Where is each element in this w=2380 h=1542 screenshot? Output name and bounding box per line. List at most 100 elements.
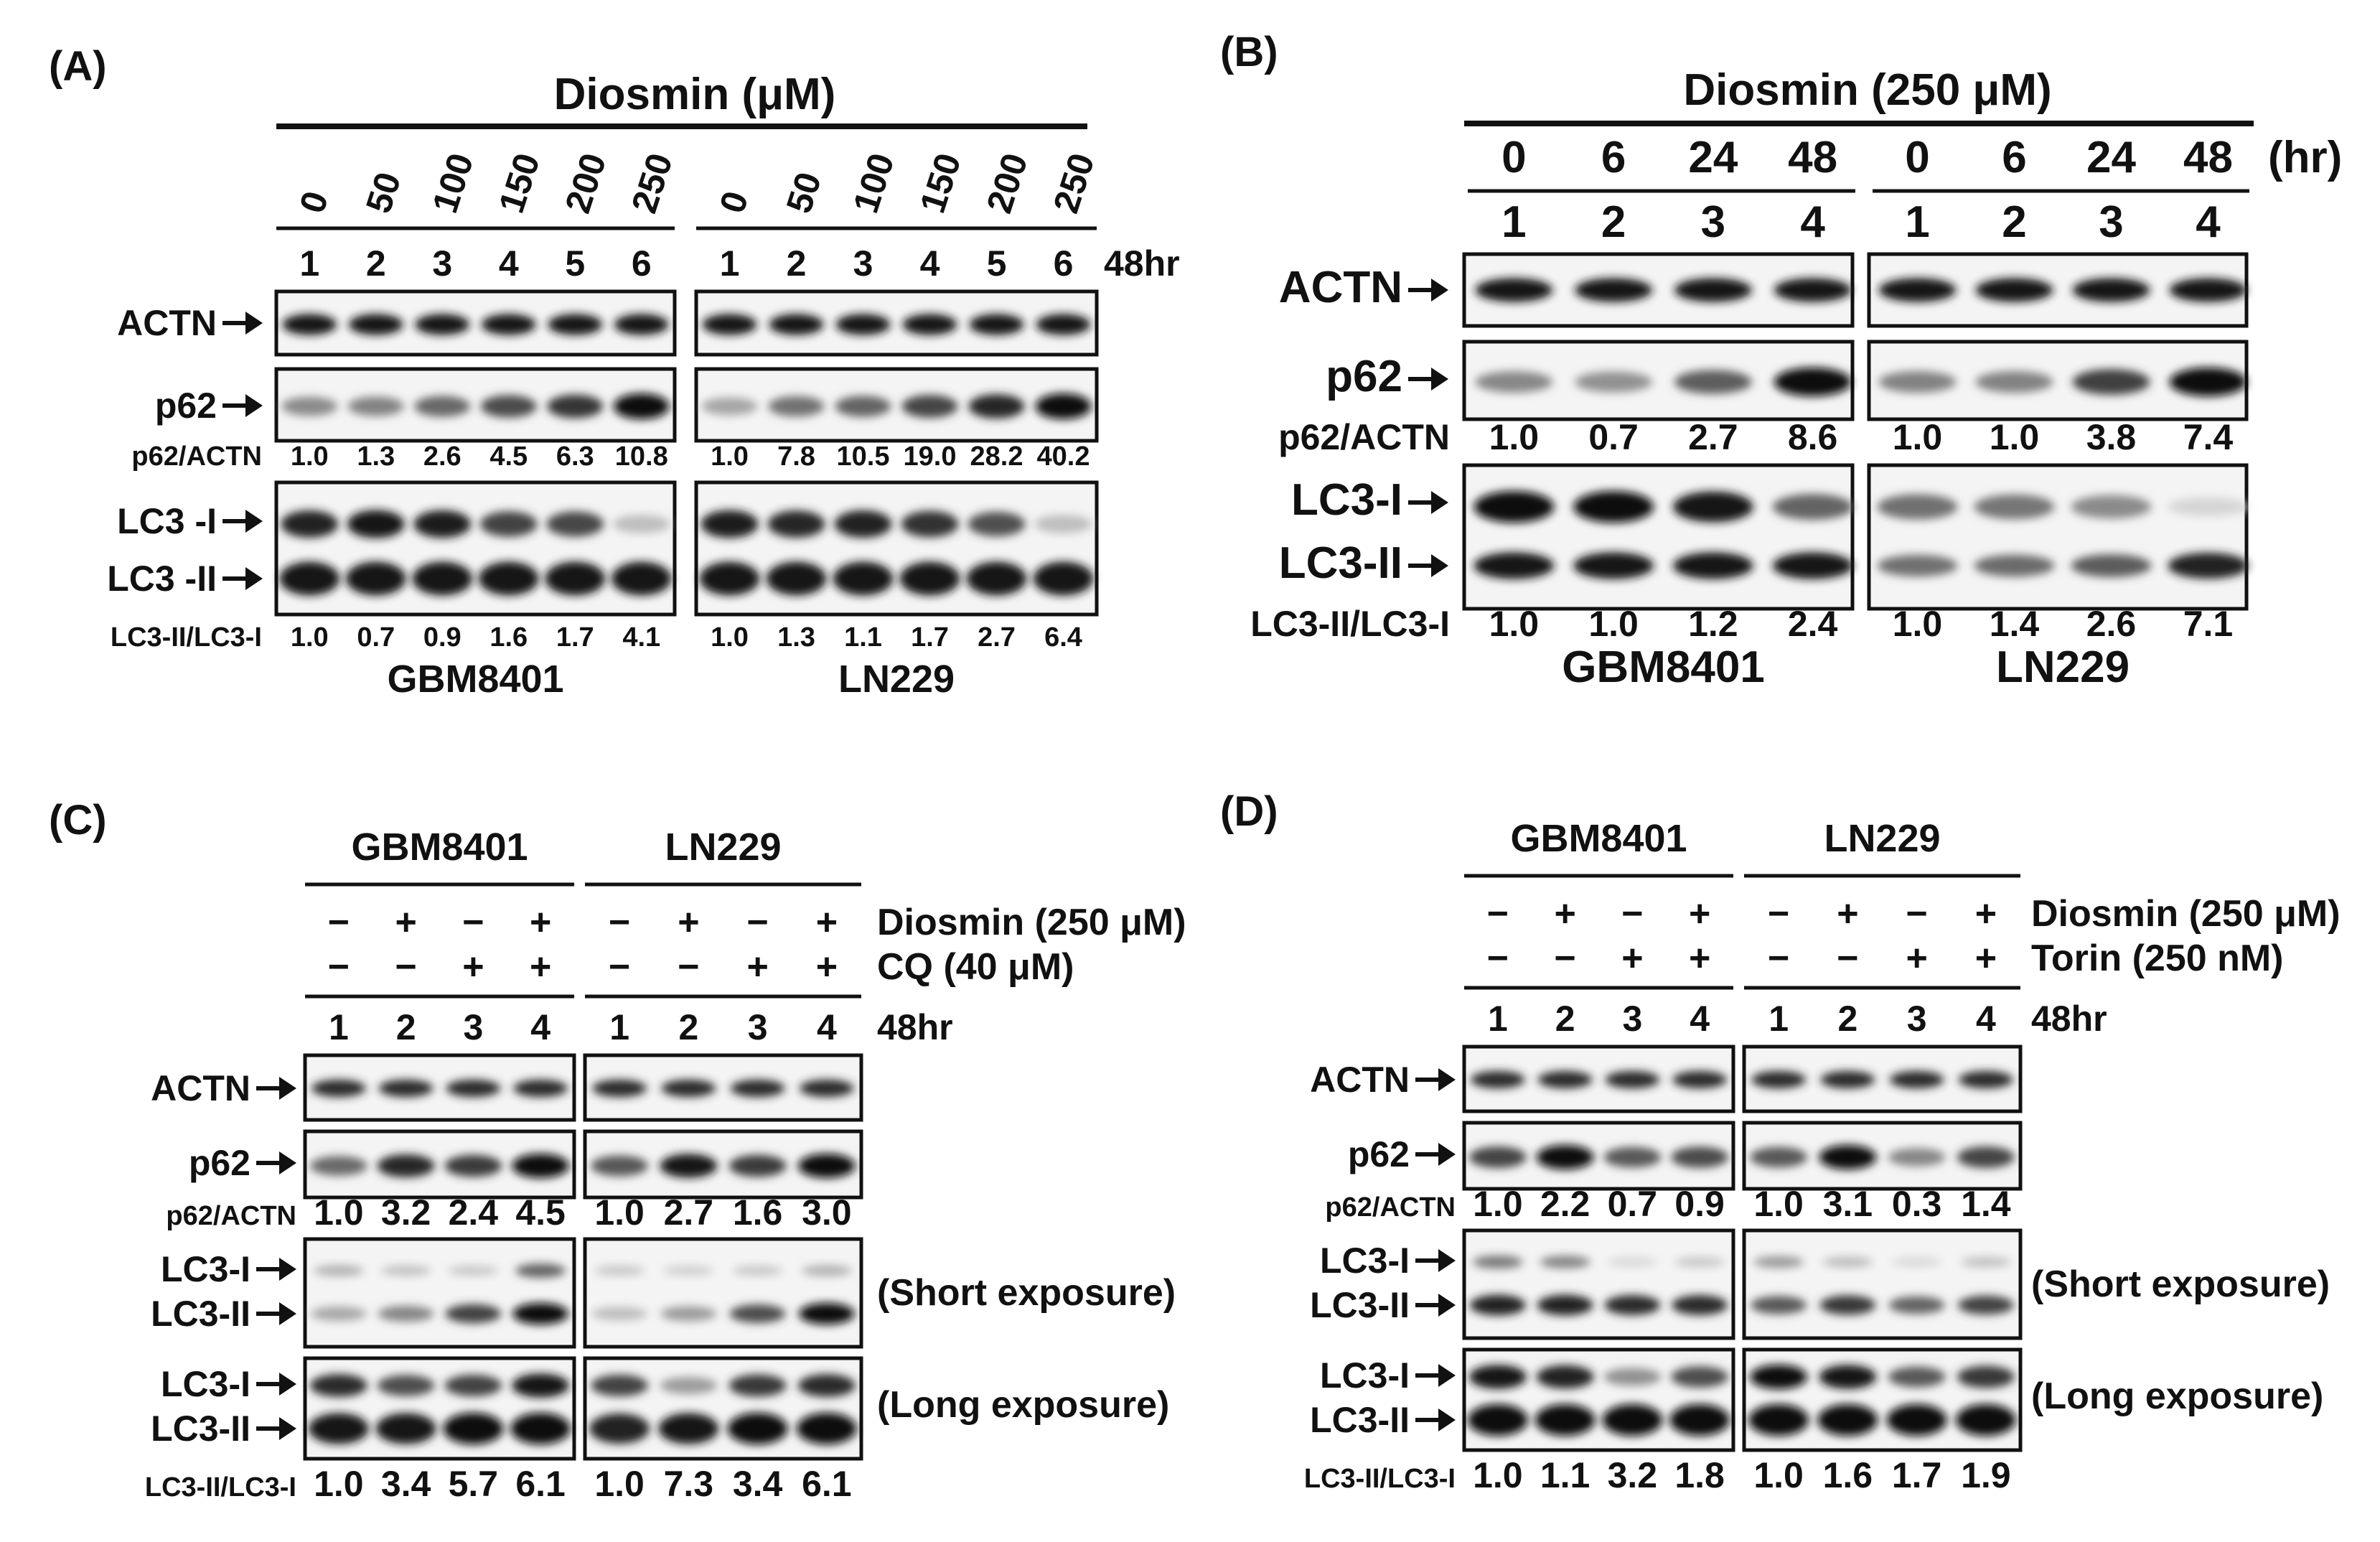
panel-d-p62-ratio-1-1: 3.1 bbox=[1823, 1184, 1873, 1224]
panel-d-t1-sign-0-0: − bbox=[1487, 893, 1509, 935]
panel-b-lc3ii-band-0-0 bbox=[1474, 552, 1555, 579]
panel-d-t2-sign-0-1: − bbox=[1554, 938, 1575, 979]
panel-d-long-lc3i-band-1-0 bbox=[1750, 1365, 1808, 1389]
panel-b-p62-band-1-1 bbox=[1975, 370, 2053, 393]
panel-a-actn-blot-1 bbox=[694, 289, 1099, 357]
panel-b-time-1-0: 0 bbox=[1905, 133, 1929, 182]
panel-c-lane-1-3: 4 bbox=[817, 1007, 837, 1047]
panel-a-lc3ii-band-0-0 bbox=[279, 561, 340, 596]
panel-b-lc3ii-band-1-3 bbox=[2168, 552, 2249, 579]
panel-b-lc3ii-band-0-1 bbox=[1573, 552, 1654, 579]
panel-b-actn-band-0-2 bbox=[1674, 278, 1752, 302]
panel-c-treat2-label: CQ (40 μM) bbox=[877, 946, 1074, 988]
panel-b-lc3i-band-1-3 bbox=[2168, 497, 2249, 517]
panel-a-lc3i-band-0-5 bbox=[612, 515, 670, 533]
panel-d-actn-band-1-1 bbox=[1820, 1070, 1875, 1089]
panel-d-t2-sign-1-3: + bbox=[1975, 938, 1997, 979]
panel-b-lc3ii-band-1-1 bbox=[1974, 554, 2055, 577]
panel-d-label: (D) bbox=[1220, 788, 1278, 835]
panel-d-short-lc3i-band-1-2 bbox=[1891, 1256, 1942, 1268]
panel-d-t2-sign-1-2: + bbox=[1906, 938, 1927, 979]
panel-c-short-lc3i-band-1-3 bbox=[801, 1265, 852, 1276]
panel-d-t1-sign-1-1: + bbox=[1837, 893, 1858, 935]
panel-c-actn-band-0-3 bbox=[513, 1079, 568, 1098]
panel-b-cell-0: GBM8401 bbox=[1562, 642, 1765, 692]
panel-c-t2-sign-0-0: − bbox=[328, 946, 350, 988]
panel-b-lc3i-band-1-1 bbox=[1974, 494, 2055, 520]
panel-b-lc3-blot-0 bbox=[1462, 463, 1855, 611]
panel-d-lc3-ratio-1-3: 1.9 bbox=[1961, 1455, 2011, 1495]
panel-b-lc3ii-band-1-2 bbox=[2071, 554, 2152, 577]
panel-b-p62-band-1-2 bbox=[2072, 369, 2150, 395]
panel-c-long-lc3i-band-0-0 bbox=[309, 1374, 367, 1397]
panel-d-long-lc3i-band-0-1 bbox=[1536, 1365, 1594, 1389]
panel-d-p62-ratio-0-2: 0.7 bbox=[1608, 1184, 1658, 1224]
panel-c-actn-band-0-0 bbox=[311, 1079, 366, 1098]
panel-c-row-long-lc3ii-arrowhead-icon bbox=[279, 1417, 296, 1440]
panel-a-lc3-ratio-1-0: 1.0 bbox=[711, 622, 749, 653]
panel-c-p62-band-1-0 bbox=[591, 1155, 649, 1177]
panel-b-p62-band-0-2 bbox=[1674, 370, 1752, 394]
panel-d-t2-sign-1-0: − bbox=[1768, 938, 1789, 979]
panel-b-cell-1: LN229 bbox=[1996, 642, 2130, 692]
panel-a-lc3i-band-1-0 bbox=[701, 510, 759, 538]
panel-a-lane-1-5: 6 bbox=[1054, 243, 1074, 284]
panel-c-long-exposure: (Long exposure) bbox=[877, 1384, 1169, 1426]
panel-d-p62-ratio-0-3: 0.9 bbox=[1674, 1184, 1725, 1224]
panel-d-lane-0-1: 2 bbox=[1555, 999, 1575, 1039]
panel-c-long-lc3ii-band-0-0 bbox=[308, 1413, 369, 1444]
panel-c-long-lc3ii-band-1-3 bbox=[796, 1413, 857, 1444]
panel-b-time-0-3: 48 bbox=[1788, 133, 1837, 182]
panel-c-short-lc3ii-band-1-3 bbox=[798, 1303, 855, 1324]
panel-a-p62-band-1-5 bbox=[1035, 393, 1092, 419]
panel-c-t2-sign-0-2: + bbox=[462, 946, 484, 988]
panel-d-p62-ratio-0-0: 1.0 bbox=[1473, 1184, 1523, 1224]
panel-c-p62-ratio-1-0: 1.0 bbox=[594, 1192, 645, 1233]
panel-a-cell-1: LN229 bbox=[838, 658, 955, 701]
panel-b-lane-0-3: 4 bbox=[1800, 197, 1825, 247]
panel-d-short-lc3ii-band-1-1 bbox=[1819, 1295, 1876, 1315]
panel-b-row-lc3i-arrowhead-icon bbox=[1431, 491, 1448, 514]
panel-d-row-p62: p62 bbox=[1348, 1134, 1410, 1174]
panel-c-long-lc3ii-band-1-0 bbox=[589, 1413, 650, 1444]
panel-d-long-lc3i-band-0-0 bbox=[1468, 1365, 1527, 1389]
panel-a-actn-band-1-3 bbox=[902, 314, 957, 335]
panel-d-lc3-ratio-1-2: 1.7 bbox=[1892, 1455, 1942, 1495]
panel-c-actn-band-0-2 bbox=[446, 1079, 501, 1098]
panel-c-t1-sign-1-2: − bbox=[746, 902, 768, 943]
panel-d-p62-band-0-3 bbox=[1671, 1146, 1729, 1168]
panel-c-p62-ratio-0-1: 3.2 bbox=[381, 1192, 431, 1233]
panel-a-lc3i-band-1-2 bbox=[834, 510, 892, 538]
panel-a-p62-band-0-5 bbox=[613, 393, 670, 419]
panel-a-lc3ii-band-0-5 bbox=[611, 561, 672, 596]
panel-d-long-lc3i-band-1-3 bbox=[1957, 1365, 2015, 1388]
panel-b-time-0-0: 0 bbox=[1501, 133, 1526, 182]
panel-d-long-lc3ii-band-1-2 bbox=[1886, 1404, 1947, 1436]
panel-d-long-lc3ii-band-1-3 bbox=[1955, 1404, 2016, 1436]
panel-c-lane-0-1: 2 bbox=[396, 1007, 416, 1047]
panel-a-p62-band-1-3 bbox=[901, 395, 958, 418]
panel-d-long-exposure: (Long exposure) bbox=[2031, 1375, 2323, 1417]
panel-c-row-short-lc3i-arrowhead-icon bbox=[279, 1258, 296, 1281]
panel-c-p62-band-0-3 bbox=[512, 1154, 570, 1178]
panel-b-p62-ratio-0-3: 8.6 bbox=[1788, 417, 1838, 457]
panel-b-lc3ii-band-0-3 bbox=[1772, 552, 1853, 579]
panel-c-t2-sign-1-1: − bbox=[678, 946, 699, 988]
panel-d-short-lc3ii-band-1-0 bbox=[1751, 1296, 1807, 1314]
panel-a-p62-blot-1 bbox=[694, 367, 1099, 443]
panel-a-p62-ratio-0-2: 2.6 bbox=[423, 441, 462, 472]
panel-a-actn-band-1-0 bbox=[702, 314, 757, 335]
panel-a-dose-0-2: 100 bbox=[424, 149, 481, 218]
panel-a-actn-band-1-5 bbox=[1036, 314, 1091, 335]
panel-b-lc3i-band-0-3 bbox=[1772, 493, 1853, 520]
panel-d-short-blot-1 bbox=[1742, 1228, 2023, 1340]
panel-d-short-lc3i-band-0-3 bbox=[1674, 1256, 1725, 1268]
panel-a-lane-1-2: 3 bbox=[853, 243, 873, 284]
panel-d-row-long-lc3i-arrowhead-icon bbox=[1438, 1364, 1456, 1387]
panel-a-row-lc3ii-arrowhead-icon bbox=[245, 567, 263, 590]
panel-c-row-p62: p62 bbox=[189, 1143, 250, 1183]
panel-b-ratio-label-p62: p62/ACTN bbox=[1278, 417, 1450, 457]
panel-a-p62-band-1-0 bbox=[701, 397, 758, 416]
panel-c-cell-0: GBM8401 bbox=[351, 826, 528, 869]
panel-c-row-long-lc3ii: LC3-II bbox=[151, 1408, 250, 1449]
